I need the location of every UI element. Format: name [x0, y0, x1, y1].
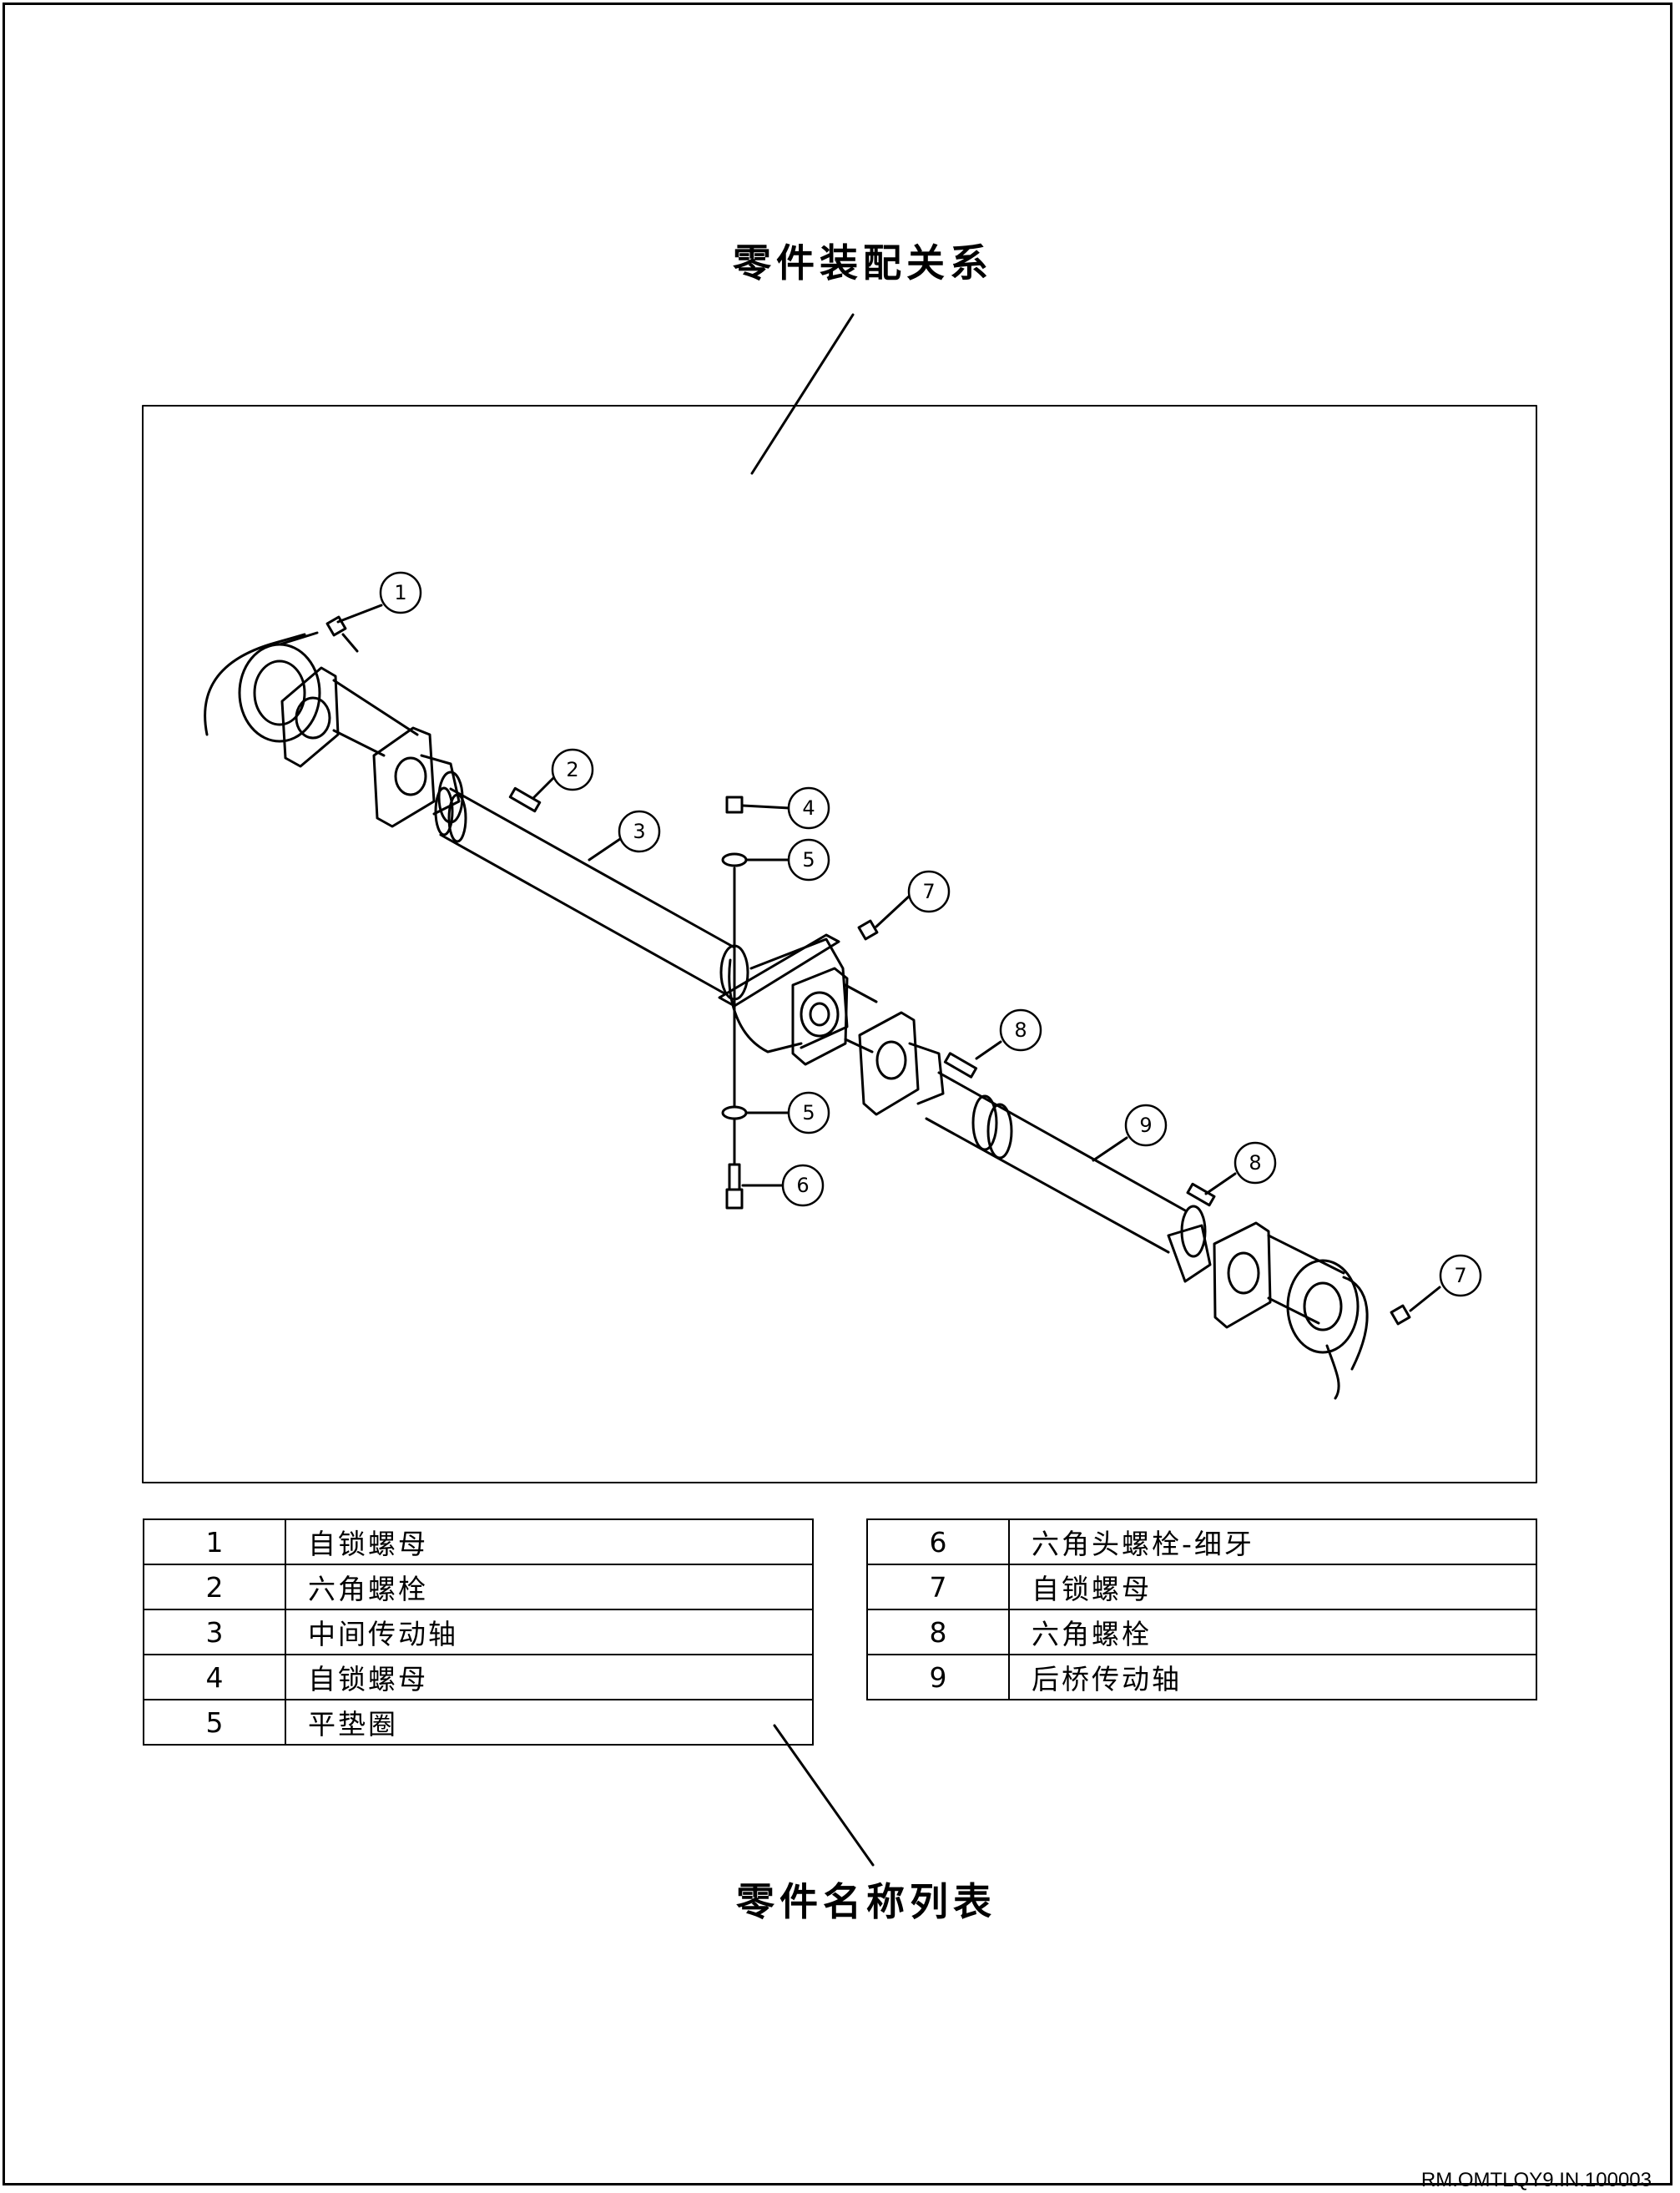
part-name: 六角头螺栓-细牙 — [1008, 1518, 1537, 1565]
part-number: 7 — [866, 1564, 1010, 1610]
parts-list-title: 零件名称列表 — [736, 1879, 996, 1924]
table-row: 3 中间传动轴 — [143, 1609, 814, 1655]
parts-table-right: 6 六角头螺栓-细牙 7 自锁螺母 8 六角螺栓 9 后桥传动轴 — [866, 1518, 1537, 1700]
callout-4: 4 — [802, 796, 815, 820]
part-name: 自锁螺母 — [285, 1518, 814, 1565]
callout-6: 6 — [796, 1174, 809, 1197]
part-name: 六角螺栓 — [285, 1564, 814, 1610]
part-name: 自锁螺母 — [285, 1654, 814, 1700]
table-row: 4 自锁螺母 — [143, 1654, 814, 1700]
part-number: 9 — [866, 1654, 1010, 1700]
table-row: 5 平垫圈 — [143, 1699, 814, 1746]
callout-5-lower: 5 — [802, 1101, 815, 1124]
callout-2: 2 — [566, 758, 578, 781]
part-number: 5 — [143, 1699, 286, 1746]
table-row: 7 自锁螺母 — [866, 1564, 1537, 1610]
part-number: 8 — [866, 1609, 1010, 1655]
callout-7-rear: 7 — [1454, 1264, 1466, 1287]
callout-8-rear: 8 — [1249, 1151, 1261, 1175]
table-row: 6 六角头螺栓-细牙 — [866, 1518, 1537, 1565]
parts-table-left: 1 自锁螺母 2 六角螺栓 3 中间传动轴 4 自锁螺母 5 平垫圈 — [143, 1518, 814, 1746]
part-name: 平垫圈 — [285, 1699, 814, 1746]
callout-9: 9 — [1139, 1114, 1152, 1137]
part-name: 六角螺栓 — [1008, 1609, 1537, 1655]
table-row: 8 六角螺栓 — [866, 1609, 1537, 1655]
callout-1: 1 — [394, 581, 406, 604]
part-number: 3 — [143, 1609, 286, 1655]
table-row: 9 后桥传动轴 — [866, 1654, 1537, 1700]
document-number: RM.OMTLQY9.IN.100003 — [1420, 2169, 1652, 2191]
table-row: 2 六角螺栓 — [143, 1564, 814, 1610]
part-name: 自锁螺母 — [1008, 1564, 1537, 1610]
part-number: 6 — [866, 1518, 1010, 1565]
assembly-relationship-title: 零件装配关系 — [733, 240, 993, 285]
part-number: 2 — [143, 1564, 286, 1610]
part-number: 1 — [143, 1518, 286, 1565]
callout-8-center: 8 — [1014, 1018, 1027, 1042]
callout-7-center: 7 — [922, 880, 935, 903]
table-row: 1 自锁螺母 — [143, 1518, 814, 1565]
part-number: 4 — [143, 1654, 286, 1700]
part-name: 中间传动轴 — [285, 1609, 814, 1655]
callout-3: 3 — [633, 820, 645, 843]
callout-5-upper: 5 — [802, 848, 815, 872]
page-border — [3, 3, 1672, 2185]
part-name: 后桥传动轴 — [1008, 1654, 1537, 1700]
